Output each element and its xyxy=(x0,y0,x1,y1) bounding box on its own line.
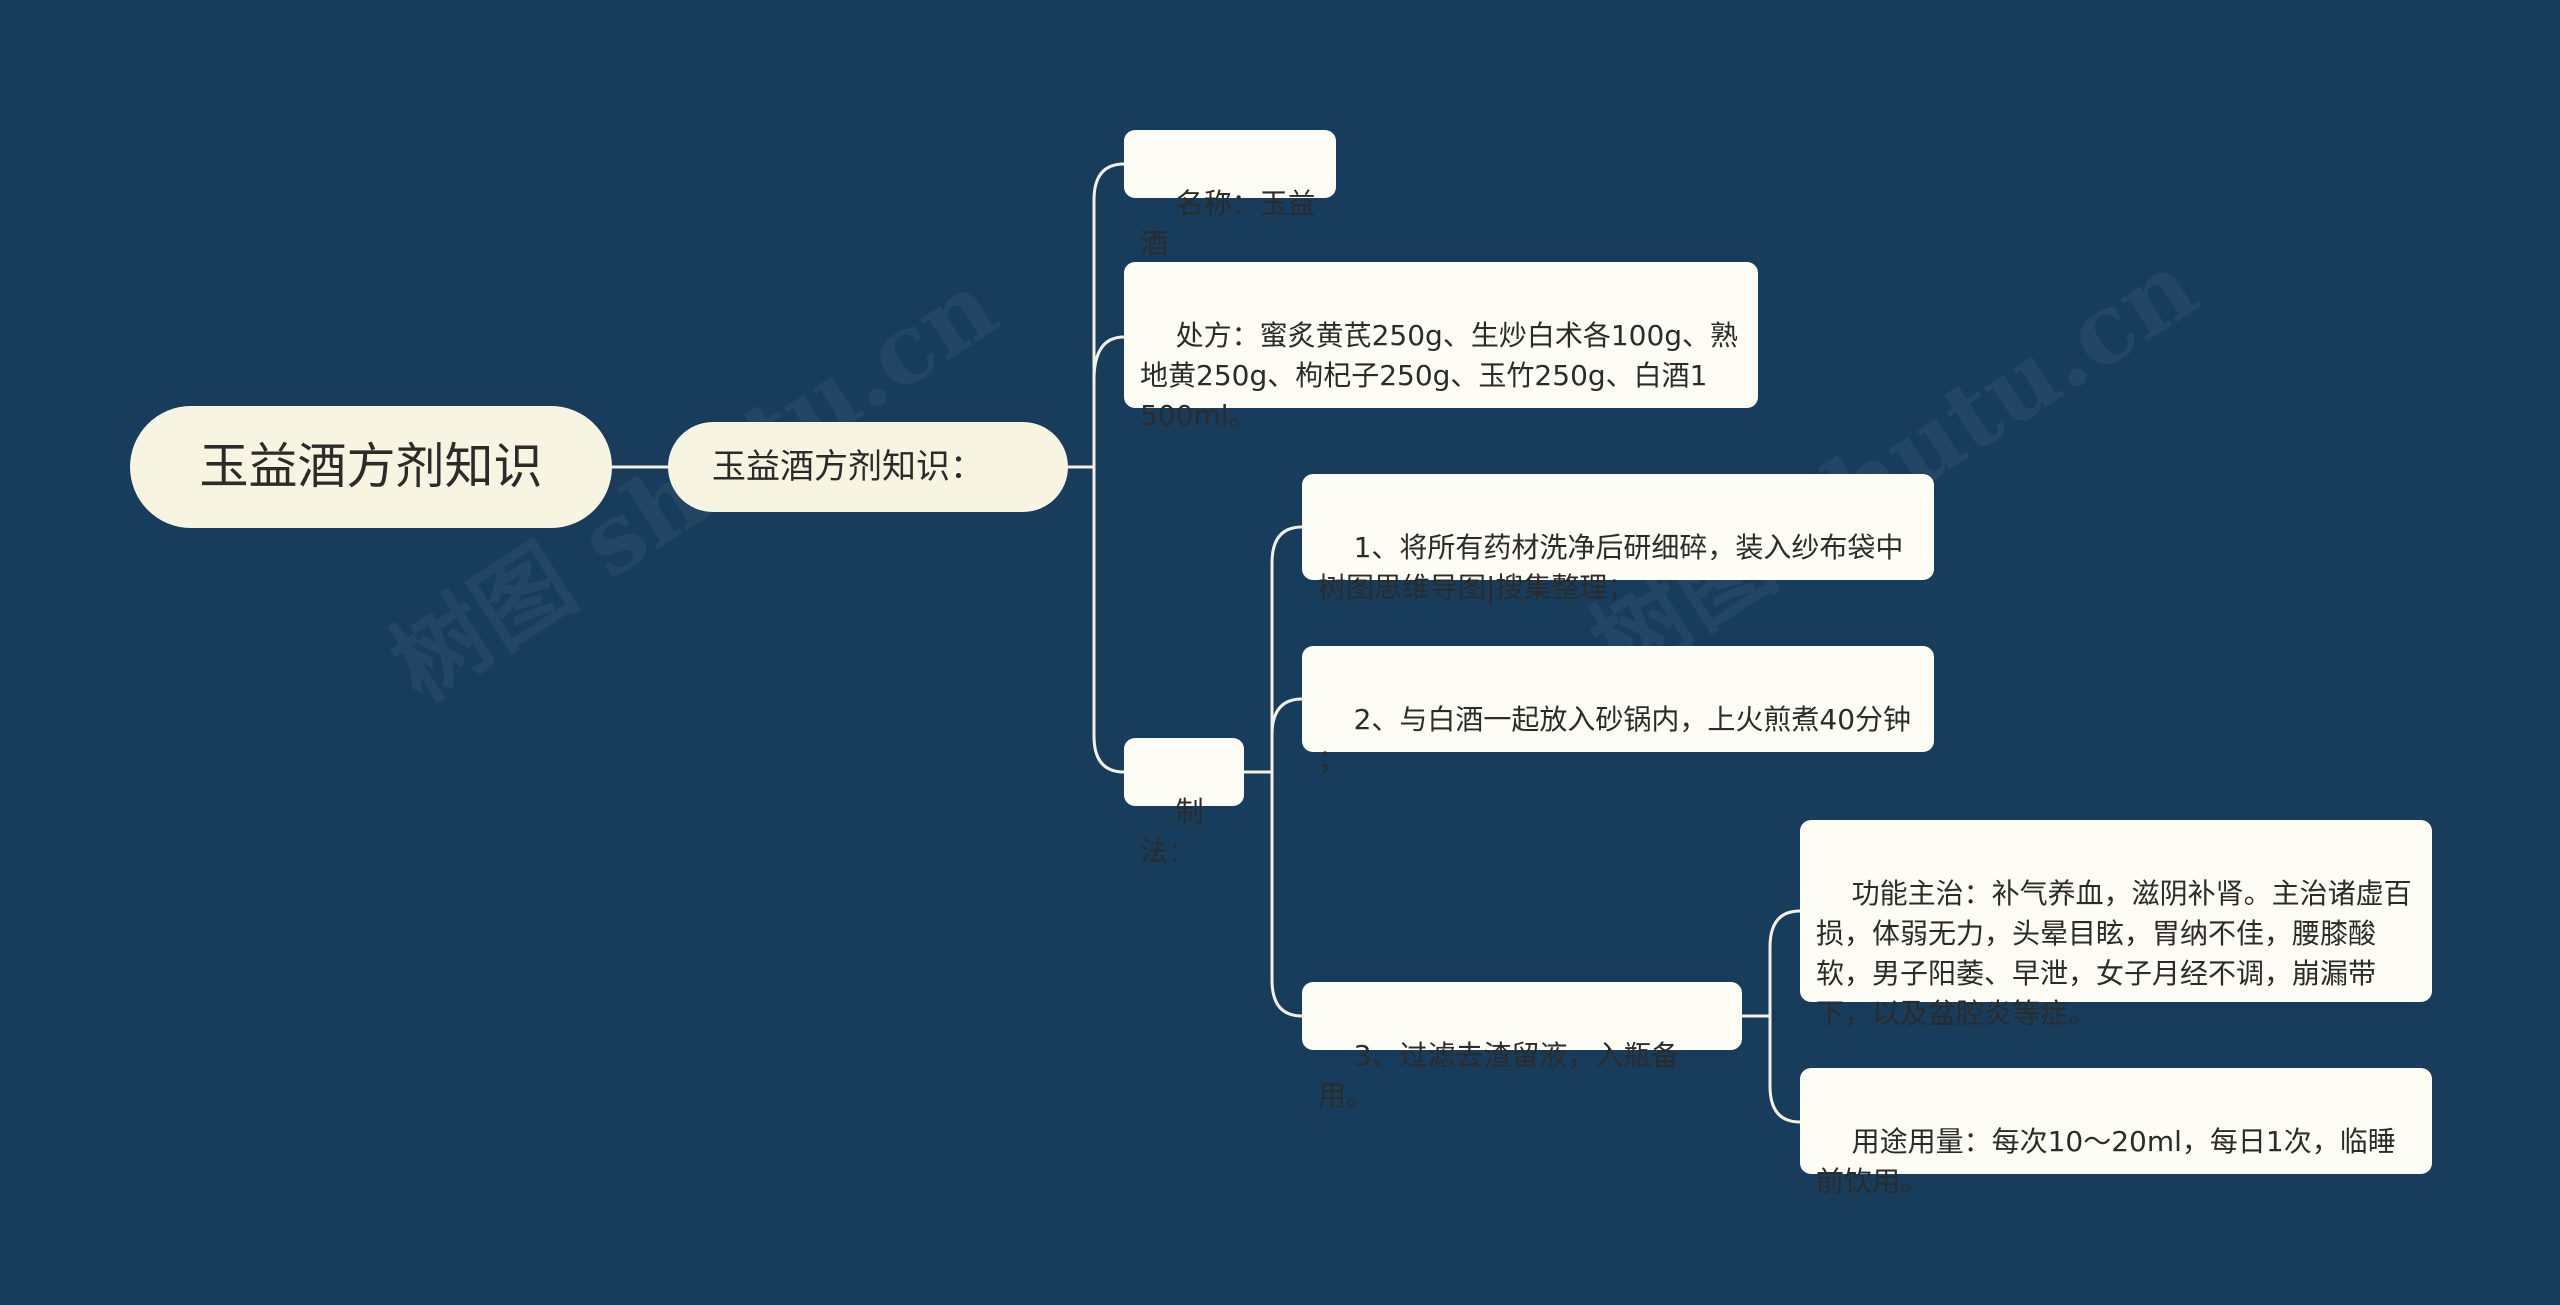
root-topic[interactable]: 玉益酒方剂知识 xyxy=(130,406,612,528)
branch-name-text: 名称：玉益酒 xyxy=(1140,187,1316,260)
branch-prescription-text: 处方：蜜炙黄芪250g、生炒白术各100g、熟 地黄250g、枸杞子250g、玉… xyxy=(1140,319,1739,432)
connector-to-prescription xyxy=(1092,335,1126,382)
connector-to-step-2b xyxy=(1270,697,1304,774)
hub-topic-label: 玉益酒方剂知识： xyxy=(712,447,984,487)
connector-to-detail-1 xyxy=(1768,909,1802,1018)
step-1-text: 1、将所有药材洗净后研细碎，装入纱布袋中 树图思维导图|搜集整理； xyxy=(1318,531,1904,604)
detail-function[interactable]: 功能主治：补气养血，滋阴补肾。主治诸虚百 损，体弱无力，头晕目眩，胃纳不佳，腰膝… xyxy=(1800,820,2432,1030)
branch-name[interactable]: 名称：玉益酒 xyxy=(1124,130,1336,260)
detail-usage[interactable]: 用途用量：每次10～20ml，每日1次，临睡 前饮用。 xyxy=(1800,1068,2432,1198)
branch-prescription[interactable]: 处方：蜜炙黄芪250g、生炒白术各100g、熟 地黄250g、枸杞子250g、玉… xyxy=(1124,262,1758,432)
connector-to-step-3 xyxy=(1270,770,1304,1018)
step-2-text: 2、与白酒一起放入砂锅内，上火煎煮40分钟 ； xyxy=(1318,703,1912,776)
connector-to-step-1 xyxy=(1270,525,1304,774)
hub-topic[interactable]: 玉益酒方剂知识： xyxy=(668,422,1068,512)
connector-to-detail-2 xyxy=(1768,1014,1802,1124)
connector-to-method xyxy=(1092,465,1126,774)
root-topic-label: 玉益酒方剂知识 xyxy=(199,438,543,495)
step-1[interactable]: 1、将所有药材洗净后研细碎，装入纱布袋中 树图思维导图|搜集整理； xyxy=(1302,474,1934,604)
step-3-text: 3、过滤去渣留液，入瓶备用。 xyxy=(1318,1039,1680,1112)
detail-function-text: 功能主治：补气养血，滋阴补肾。主治诸虚百 损，体弱无力，头晕目眩，胃纳不佳，腰膝… xyxy=(1816,877,2412,1030)
step-3[interactable]: 3、过滤去渣留液，入瓶备用。 xyxy=(1302,982,1742,1112)
branch-method-text: 制法： xyxy=(1140,795,1204,868)
branch-method[interactable]: 制法： xyxy=(1124,738,1244,868)
connector-to-name xyxy=(1092,162,1126,469)
detail-usage-text: 用途用量：每次10～20ml，每日1次，临睡 前饮用。 xyxy=(1816,1125,2396,1198)
step-2[interactable]: 2、与白酒一起放入砂锅内，上火煎煮40分钟 ； xyxy=(1302,646,1934,776)
